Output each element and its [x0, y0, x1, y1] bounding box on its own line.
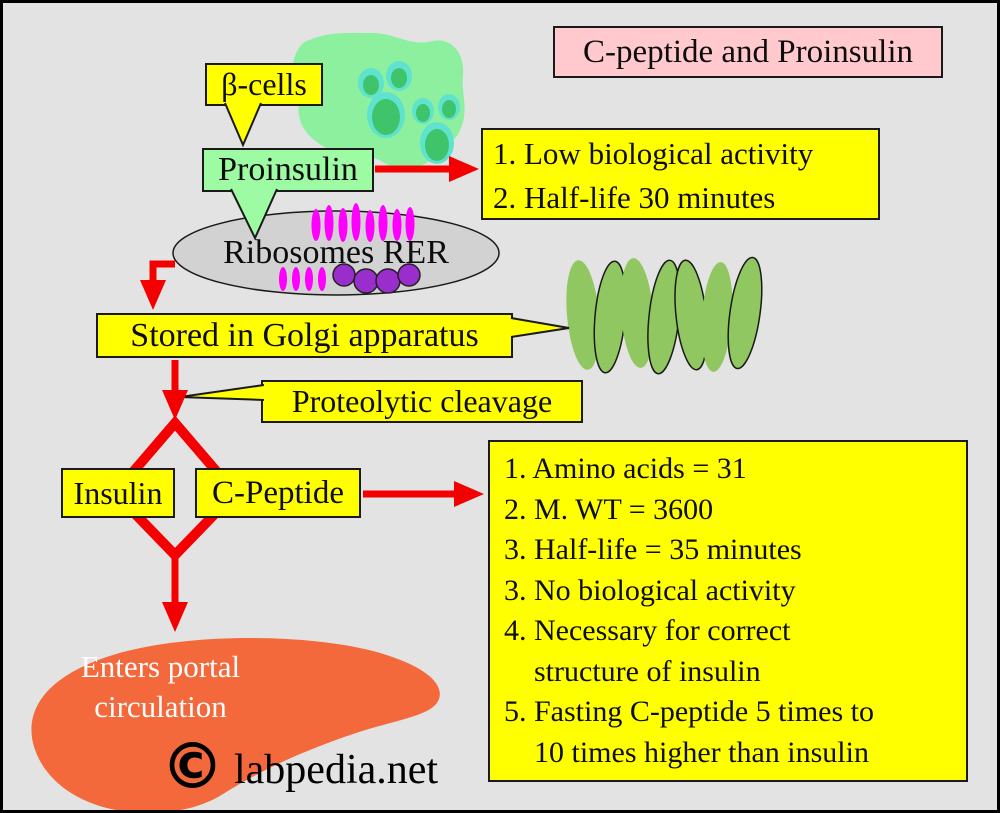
watermark-site: labpedia.net	[234, 747, 439, 793]
c-peptide-fact: 5. Fasting C-peptide 5 times to	[504, 695, 874, 728]
proinsulin-fact-1: 1. Low biological activity	[493, 136, 814, 171]
portal-circulation-label: Enters portal circulation	[80, 649, 241, 724]
beta-cells-label: β-cells	[221, 66, 307, 102]
islet-cells-icon	[358, 61, 460, 164]
proteolytic-cleavage-node: Proteolytic cleavage	[261, 380, 583, 423]
ribosomes-rer-label: Ribosomes RER	[223, 234, 449, 271]
watermark: © labpedia.net	[161, 734, 438, 800]
c-peptide-facts-box: 1. Amino acids = 31 2. M. WT = 3600 3. H…	[488, 440, 968, 782]
c-peptide-fact: 3. No biological activity	[504, 573, 796, 607]
c-peptide-fact: 2. M. WT = 3600	[504, 492, 714, 526]
ribosome-marks-icon	[279, 203, 415, 291]
beta-cells-callout: β-cells	[205, 63, 323, 106]
proinsulin-facts-box: 1. Low biological activity 2. Half-life …	[481, 128, 880, 220]
proinsulin-fact-2: 2. Half-life 30 minutes	[493, 180, 776, 215]
c-peptide-node: C-Peptide	[195, 468, 361, 518]
diagram-title: C-peptide and Proinsulin	[553, 26, 943, 78]
c-peptide-fact: 3. Half-life = 35 minutes	[504, 533, 802, 566]
golgi-storage-node: Stored in Golgi apparatus	[96, 313, 513, 358]
diagram-title-text: C-peptide and Proinsulin	[583, 33, 913, 70]
c-peptide-fact: 1. Amino acids = 31	[504, 452, 747, 485]
proteolytic-cleavage-label: Proteolytic cleavage	[291, 383, 553, 419]
proinsulin-label: Proinsulin	[218, 151, 358, 188]
c-peptide-fact: 10 times higher than insulin	[534, 735, 869, 769]
c-peptide-label: C-Peptide	[212, 474, 344, 511]
granule-dots-icon	[332, 263, 421, 294]
insulin-label: Insulin	[73, 474, 163, 511]
c-peptide-fact: structure of insulin	[534, 654, 761, 688]
golgi-cisternae-icon	[566, 256, 763, 375]
proinsulin-node: Proinsulin	[202, 148, 374, 192]
golgi-storage-label: Stored in Golgi apparatus	[130, 316, 479, 354]
liver-shape	[31, 637, 440, 810]
c-peptide-fact: 4. Necessary for correct	[504, 614, 791, 647]
copyright-icon: ©	[161, 730, 224, 803]
insulin-node: Insulin	[61, 468, 175, 518]
